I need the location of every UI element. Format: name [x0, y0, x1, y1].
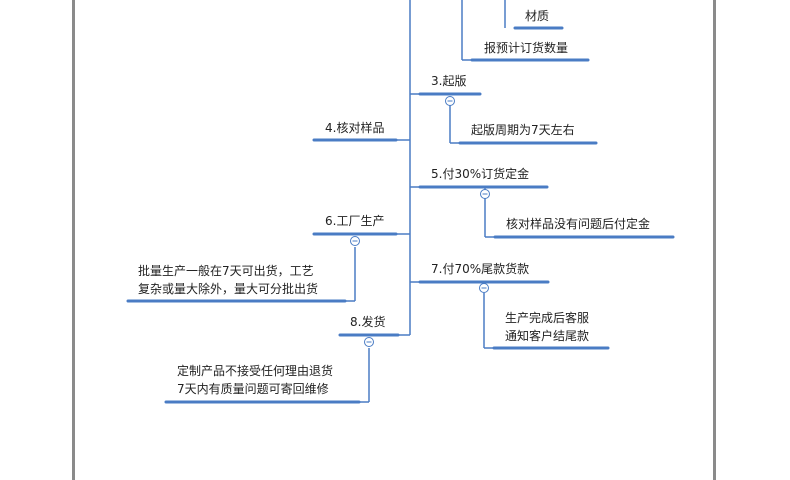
node-step6[interactable]: 6.工厂生产: [325, 214, 385, 228]
node-step5[interactable]: 5.付30%订货定金: [431, 167, 530, 181]
node-step6-note[interactable]: 批量生产一般在7天可出货，工艺 复杂或量大除外，量大可分批出货: [138, 264, 319, 296]
node-step8[interactable]: 8.发货: [350, 315, 386, 329]
node-material[interactable]: 材质: [525, 9, 550, 23]
node-step7-note[interactable]: 生产完成后客服 通知客户结尾款: [505, 311, 590, 343]
node-step3-note[interactable]: 起版周期为7天左右: [471, 123, 575, 137]
node-step3[interactable]: 3.起版: [431, 74, 467, 88]
node-step7[interactable]: 7.付70%尾款货款: [431, 262, 530, 276]
mindmap-connectors: [126, 0, 675, 404]
node-step4[interactable]: 4.核对样品: [325, 121, 385, 135]
node-step8-note[interactable]: 定制产品不接受任何理由退货 7天内有质量问题可寄回维修: [177, 364, 334, 396]
canvas-frame: [72, 0, 716, 480]
node-report-qty[interactable]: 报预计订货数量: [484, 41, 569, 55]
node-step5-note[interactable]: 核对样品没有问题后付定金: [506, 217, 651, 231]
